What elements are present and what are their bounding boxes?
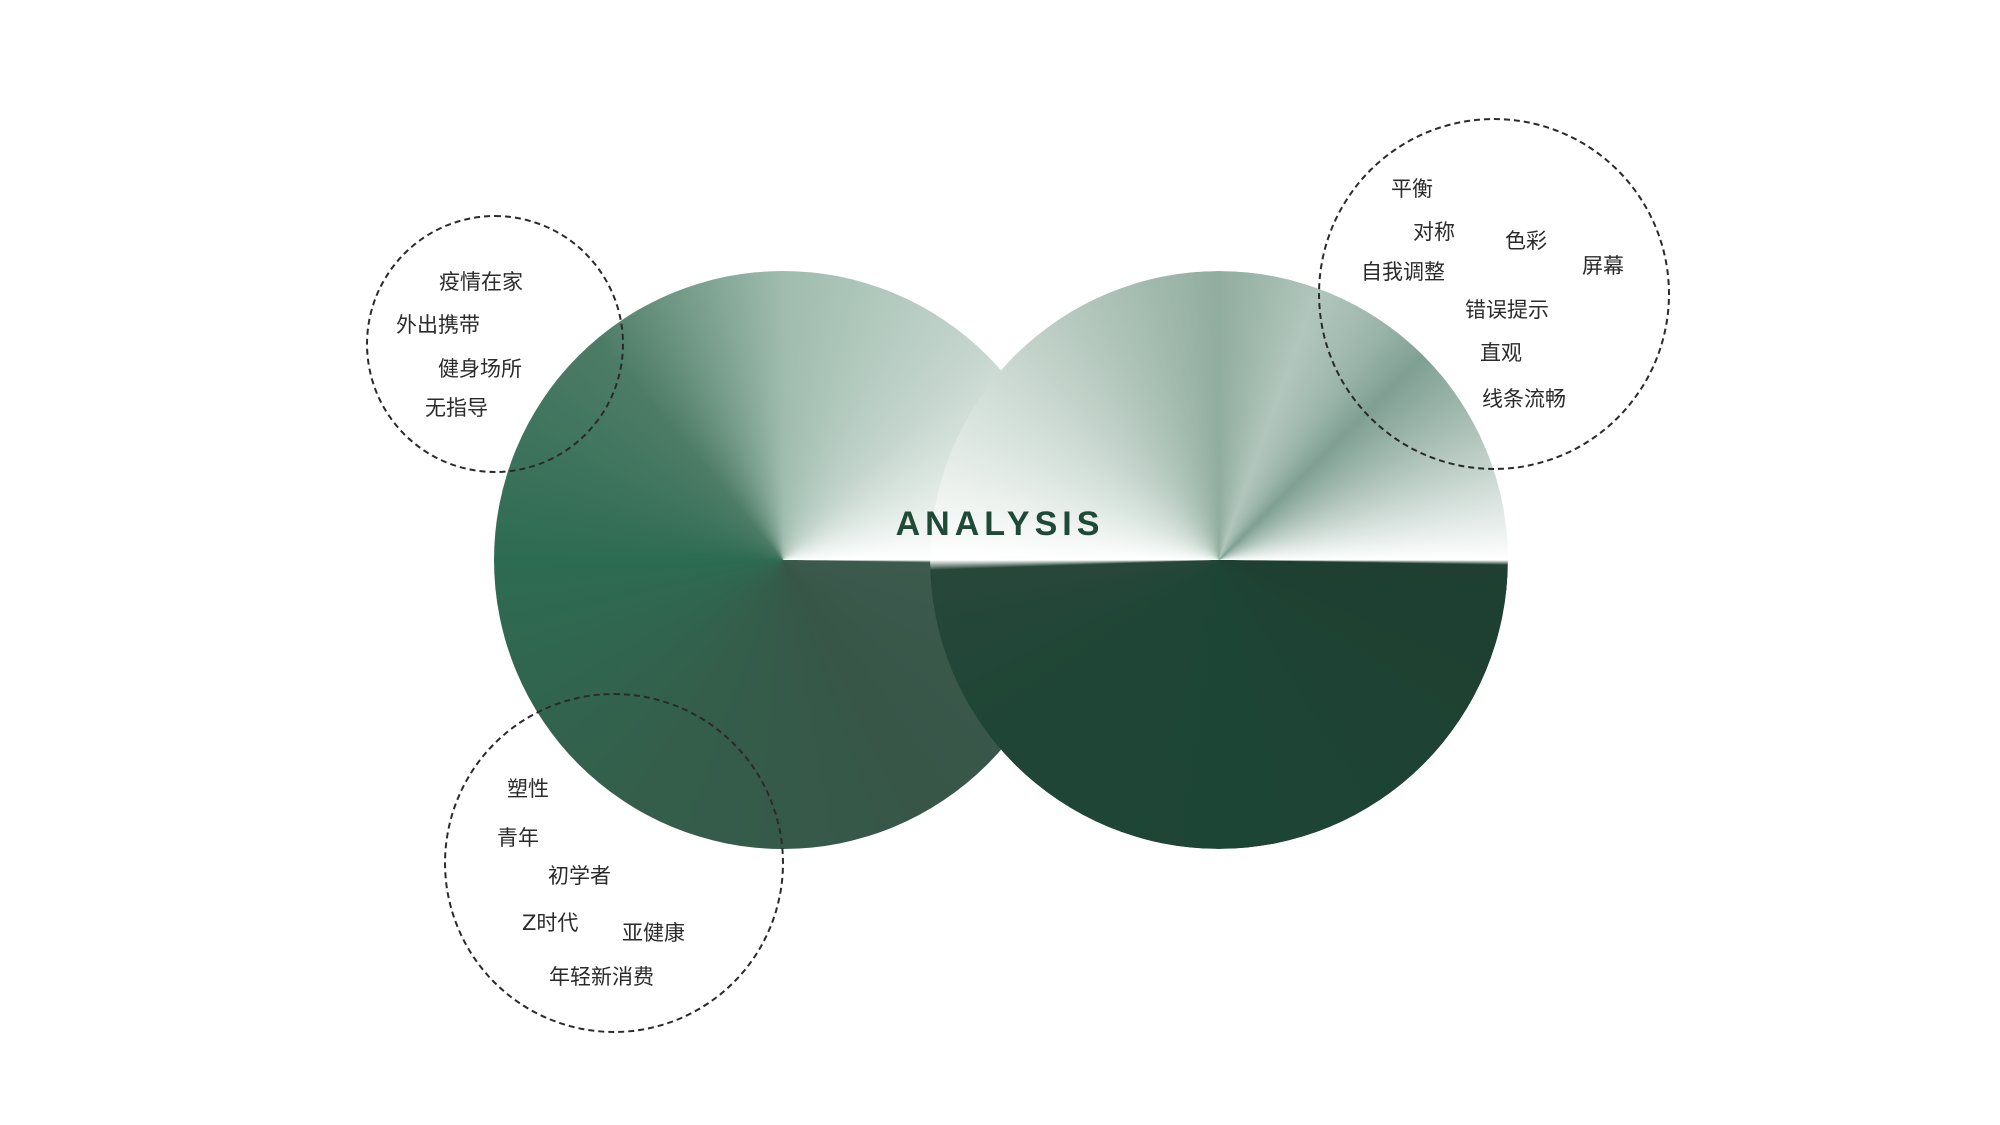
keyword-top-right: 色彩 [1505, 229, 1547, 253]
keyword-bottom-left: 初学者 [548, 864, 611, 888]
keyword-top-right: 线条流畅 [1482, 387, 1566, 411]
keyword-top-right: 自我调整 [1361, 260, 1445, 284]
keyword-bottom-left: Z时代 [522, 911, 579, 935]
keyword-bottom-left: 年轻新消费 [549, 965, 654, 989]
keyword-top-right: 直观 [1480, 341, 1522, 365]
keyword-top-right: 对称 [1413, 220, 1455, 244]
keyword-top-right: 平衡 [1391, 177, 1433, 201]
keyword-top-left: 疫情在家 [439, 270, 523, 294]
keyword-bottom-left: 塑性 [507, 777, 549, 801]
dashed-ring-bottom-left [444, 693, 784, 1033]
keyword-top-right: 屏幕 [1582, 254, 1624, 278]
keyword-bottom-left: 亚健康 [622, 921, 685, 945]
keyword-top-left: 健身场所 [438, 357, 522, 381]
dashed-ring-top-right [1318, 118, 1670, 470]
keyword-bottom-left: 青年 [497, 826, 539, 850]
keyword-top-left: 无指导 [425, 396, 488, 420]
center-label: ANALYSIS [895, 505, 1105, 543]
keyword-top-right: 错误提示 [1465, 298, 1549, 322]
keyword-top-left: 外出携带 [396, 313, 480, 337]
dashed-ring-top-left [366, 215, 624, 473]
